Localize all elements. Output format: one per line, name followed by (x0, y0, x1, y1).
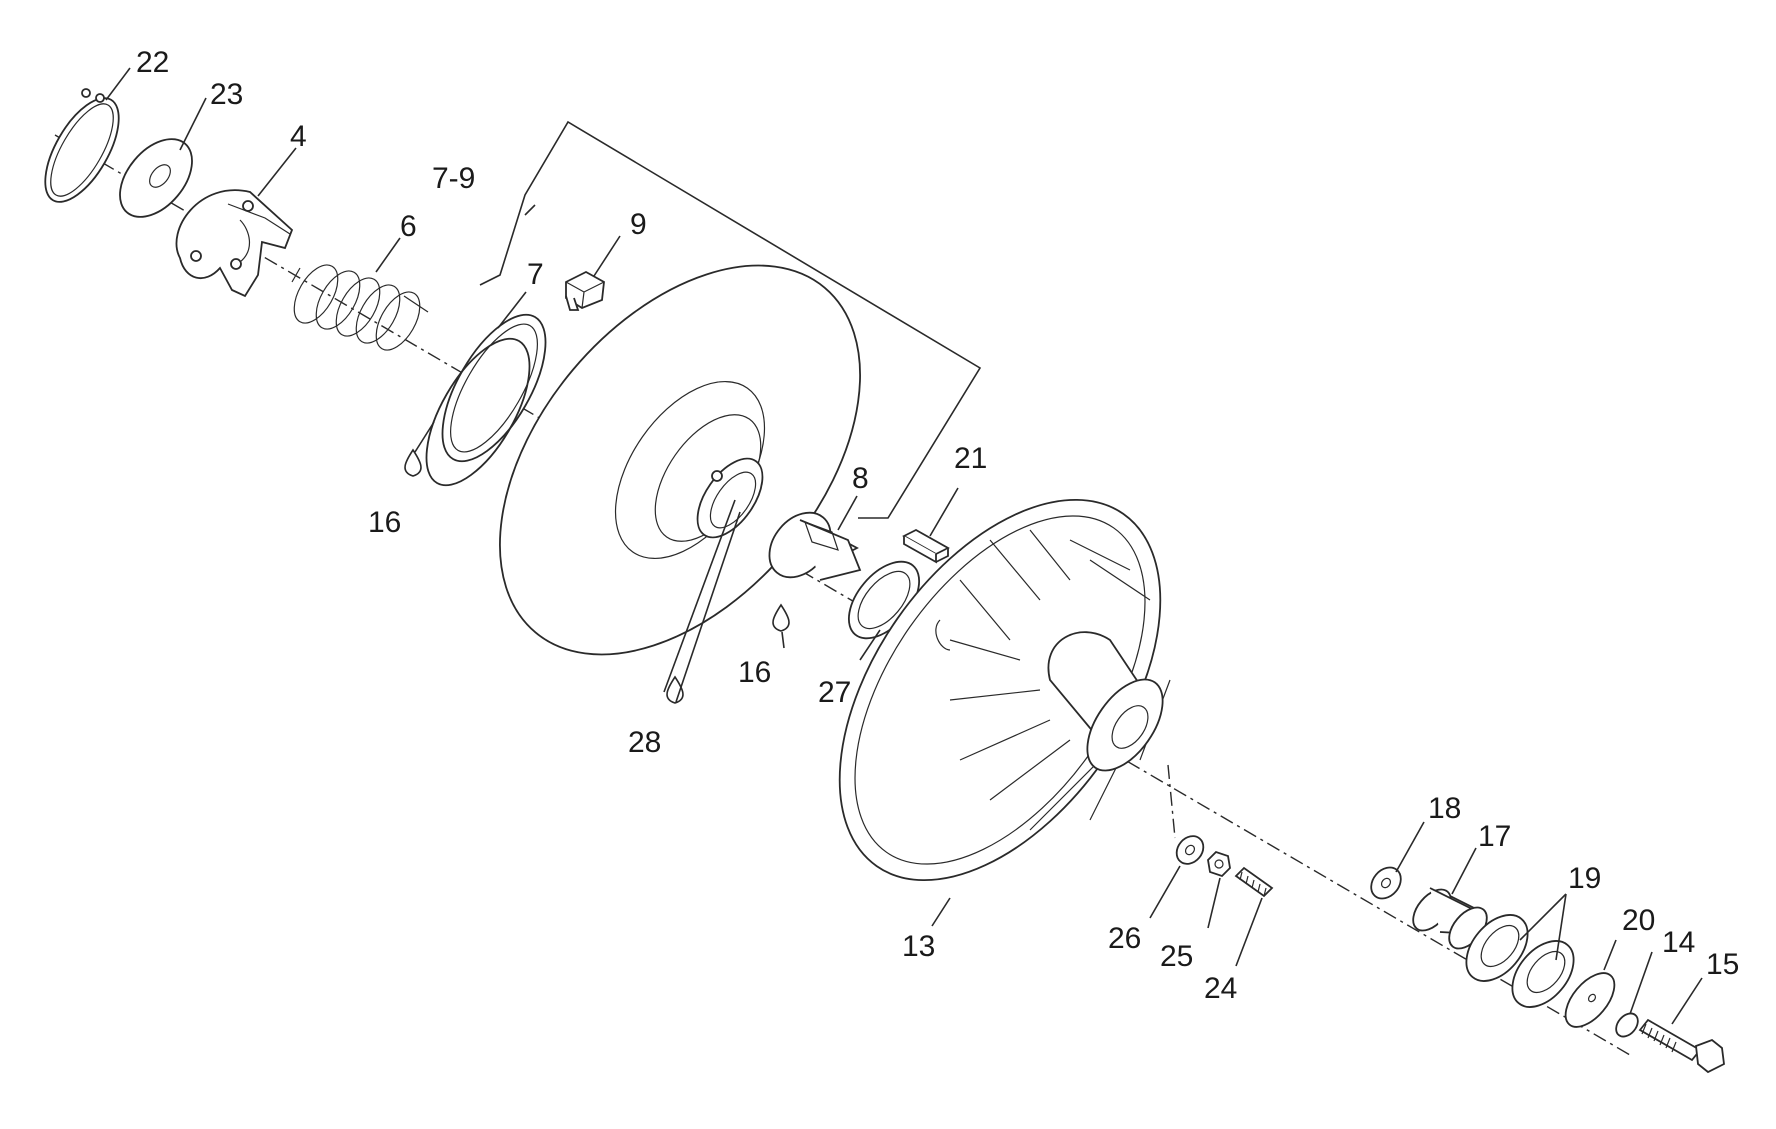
part-19-bearing-b (1511, 940, 1575, 1008)
callout-14: 14 (1662, 926, 1695, 959)
part-4-cam (175, 189, 294, 298)
part-22-snap-ring (44, 88, 120, 203)
callout-16-middle: 16 (738, 656, 771, 689)
callout-8: 8 (852, 462, 869, 495)
callout-16-left: 16 (368, 506, 401, 539)
part-16-grease-left (404, 448, 422, 477)
part-24-set-screw (1234, 866, 1274, 898)
callout-18: 18 (1428, 792, 1461, 825)
callout-27: 27 (818, 676, 851, 709)
part-8-bushing-sleeve (768, 511, 862, 581)
callout-23: 23 (210, 78, 243, 111)
callout-28: 28 (628, 726, 661, 759)
callout-7-9: 7-9 (432, 162, 475, 195)
part-6-spring (291, 264, 429, 351)
callout-17: 17 (1478, 820, 1511, 853)
callout-20: 20 (1622, 904, 1655, 937)
callout-21: 21 (954, 442, 987, 475)
callout-13: 13 (902, 930, 935, 963)
secondary-axis (1167, 764, 1176, 839)
bracket-7-9 (479, 120, 982, 519)
part-13-fixed-sheave (838, 498, 1171, 882)
callout-9: 9 (630, 208, 647, 241)
part-21-key (902, 528, 950, 564)
callout-25: 25 (1160, 940, 1193, 973)
part-7-bushing-ring (425, 313, 547, 487)
callout-24: 24 (1204, 972, 1237, 1005)
callout-6: 6 (400, 210, 417, 243)
callout-26: 26 (1108, 922, 1141, 955)
center-axis (54, 134, 1631, 1056)
part-9-slider-button (565, 270, 605, 311)
leader-lines (105, 67, 1703, 1025)
part-20-washer (1564, 972, 1616, 1028)
callout-22: 22 (136, 46, 169, 79)
part-26-washer (1175, 835, 1205, 865)
part-25-nut (1207, 850, 1231, 878)
callout-19: 19 (1568, 862, 1601, 895)
callout-15: 15 (1706, 948, 1739, 981)
part-23-washer (119, 138, 193, 218)
movable-sheave (499, 264, 861, 656)
callout-7: 7 (527, 258, 544, 291)
part-14-lock-washer (1615, 1012, 1639, 1038)
part-16-grease-middle (772, 603, 790, 632)
part-19-bearing-a (1465, 914, 1529, 982)
part-15-bolt (1638, 1018, 1725, 1074)
callout-4: 4 (290, 120, 307, 153)
part-18-washer (1370, 866, 1402, 900)
